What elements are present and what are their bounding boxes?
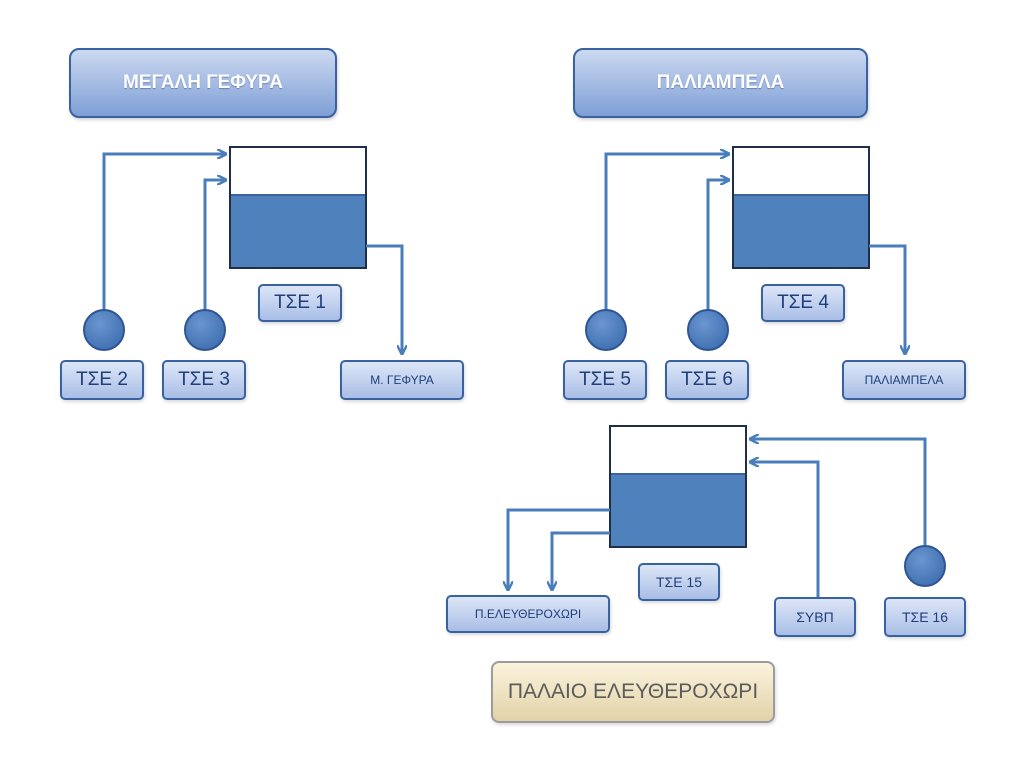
label-p-eleftherochori: Π.ΕΛΕΥΘΕΡΟΧΩΡΙ [446,595,610,633]
label-paliampela-output: ΠΑΛΙΑΜΠΕΛΑ [842,360,966,400]
label-tse-2: ΤΣΕ 2 [60,360,144,400]
pipe-tse15-to-p-eleftherochori-2 [552,531,610,590]
pipe-tse15-to-p-eleftherochori-1 [508,508,610,590]
label-tse-3: ΤΣΕ 3 [162,360,246,400]
tank-megali-gefyra [229,146,367,269]
pipe-tse3-to-tse1 [203,180,226,310]
pump-tse2-icon [83,309,125,351]
pipe-tse2-to-tse1 [102,154,226,310]
label-tse-6: ΤΣΕ 6 [665,360,749,400]
pump-tse16-icon [904,545,946,587]
pipe-syvp-to-tse15 [750,462,820,597]
label-syvp: ΣΥΒΠ [774,597,856,637]
label-tse-1: ΤΣΕ 1 [258,284,342,322]
label-m-gefyra: Μ. ΓΕΦΥΡΑ [340,360,464,400]
pipe-tse5-to-tse4 [604,154,729,310]
pump-tse3-icon [184,309,226,351]
tank-palaio-eleftherochori [609,425,747,548]
tank-paliampela [732,146,870,269]
label-tse-5: ΤΣΕ 5 [563,360,647,400]
label-tse-16: ΤΣΕ 16 [884,597,966,637]
title-paliampela: ΠΑΛΙΑΜΠΕΛΑ [573,48,868,118]
label-tse-4: ΤΣΕ 4 [761,284,845,322]
pipe-tse16-to-tse15 [750,439,927,545]
title-megali-gefyra: ΜΕΓΑΛΗ ΓΕΦΥΡΑ [69,48,337,118]
pump-tse5-icon [585,309,627,351]
pipe-tse6-to-tse4 [706,180,729,310]
pipe-tse4-to-paliampela [869,244,905,354]
pump-tse6-icon [687,309,729,351]
title-palaio-eleftherochori: ΠΑΛΑΙΟ ΕΛΕΥΘΕΡΟΧΩΡΙ [491,661,775,723]
pipe-tse1-to-m-gefyra [366,244,402,354]
label-tse-15: ΤΣΕ 15 [638,563,720,601]
